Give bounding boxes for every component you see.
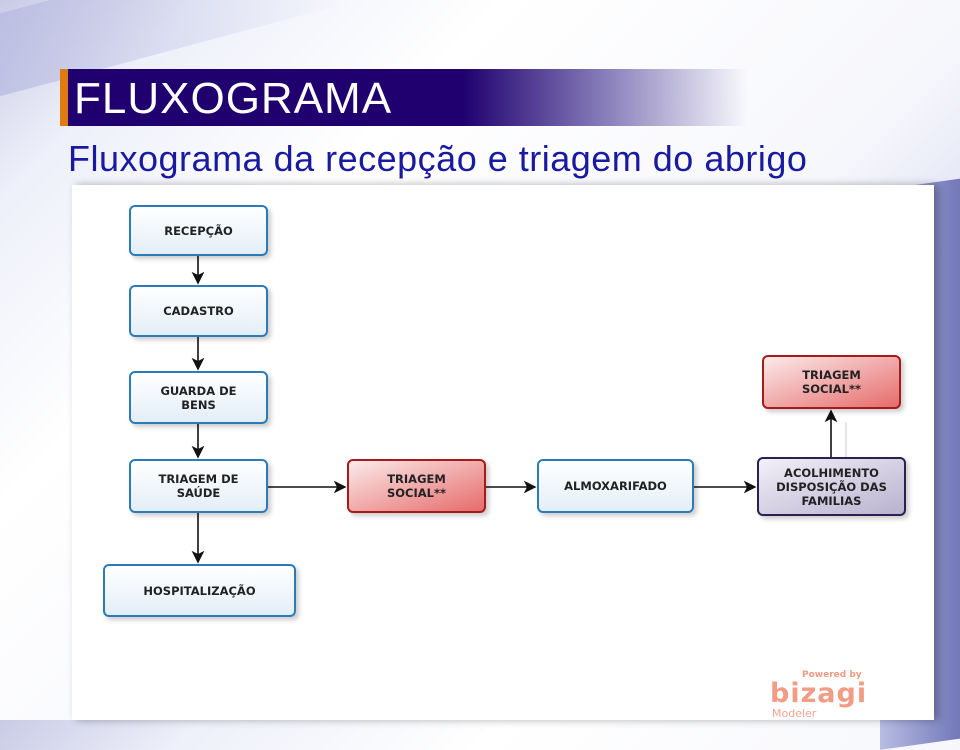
logo-product: Modeler xyxy=(772,707,817,720)
node-hospitalizacao[interactable]: HOSPITALIZAÇÃO xyxy=(103,564,296,617)
title-bar xyxy=(60,69,748,126)
slide-title: FLUXOGRAMA xyxy=(74,74,393,123)
node-label: CADASTRO xyxy=(163,304,234,318)
node-triagem-social[interactable]: TRIAGEM SOCIAL** xyxy=(347,459,486,513)
node-label: TRIAGEM SOCIAL** xyxy=(801,368,862,396)
node-label: RECEPÇÃO xyxy=(164,223,233,238)
node-cadastro[interactable]: CADASTRO xyxy=(129,285,268,337)
node-almoxarifado[interactable]: ALMOXARIFADO xyxy=(537,459,694,513)
node-label: TRIAGEM DE SAÚDE xyxy=(158,472,239,500)
node-triagem-social-2[interactable]: TRIAGEM SOCIAL** xyxy=(762,355,901,409)
node-label: TRIAGEM SOCIAL** xyxy=(386,472,447,500)
node-label: ACOLHIMENTO DISPOSIÇÃO DAS FAMILIAS xyxy=(776,465,887,508)
diagram-panel xyxy=(72,185,934,720)
node-label: ALMOXARIFADO xyxy=(564,479,667,493)
node-triagem-de-saude[interactable]: TRIAGEM DE SAÚDE xyxy=(129,459,268,513)
node-label: HOSPITALIZAÇÃO xyxy=(143,583,256,598)
node-recepcao[interactable]: RECEPÇÃO xyxy=(129,205,268,256)
logo-powered-by: Powered by xyxy=(802,670,862,680)
node-acolhimento[interactable]: ACOLHIMENTO DISPOSIÇÃO DAS FAMILIAS xyxy=(757,457,906,516)
bizagi-logo: Powered by bizagi Modeler xyxy=(770,670,900,720)
diagram-edges xyxy=(191,256,847,564)
node-guarda-de-bens[interactable]: GUARDA DE BENS xyxy=(129,371,268,424)
logo-brand: bizagi xyxy=(770,678,868,709)
node-label: GUARDA DE BENS xyxy=(160,383,237,412)
slide-subtitle: Fluxograma da recepção e triagem do abri… xyxy=(68,138,808,179)
